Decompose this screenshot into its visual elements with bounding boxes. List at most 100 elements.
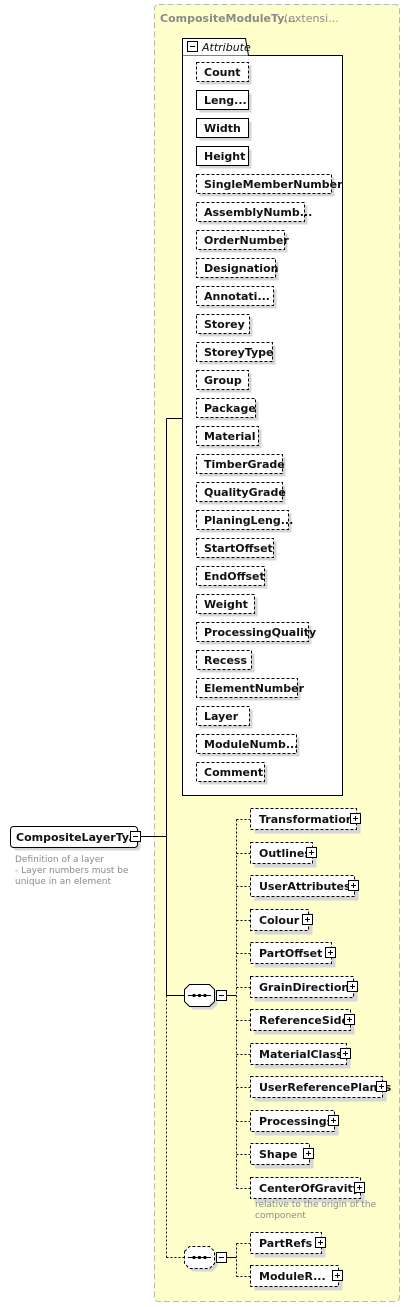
attribute-label: SingleMemberNumber — [204, 178, 343, 191]
attribute-label: ElementNumber — [204, 682, 305, 695]
expand-button[interactable] — [315, 1237, 326, 1248]
connectors — [141, 418, 250, 1277]
expand-button[interactable] — [347, 981, 358, 992]
child-element[interactable]: UserAttributes — [250, 875, 359, 901]
attribute-item[interactable]: StoreyType — [196, 342, 276, 365]
child-element[interactable]: Shape — [250, 1143, 314, 1169]
root-element-label: CompositeLayerTy... — [16, 831, 141, 844]
child-element[interactable]: Transformations — [250, 808, 361, 834]
attribute-label: ProcessingQuality — [204, 626, 316, 639]
attribute-item[interactable]: Comment — [196, 762, 268, 785]
attribute-label: Material — [204, 430, 255, 443]
attribute-item[interactable]: Storey — [196, 314, 253, 337]
attribute-item[interactable]: ProcessingQuality — [196, 622, 317, 645]
attribute-item[interactable]: PlaningLeng... — [196, 510, 294, 533]
attribute-label: TimberGrade — [204, 458, 285, 471]
center-of-gravity-note-line-2: component — [255, 1211, 306, 1221]
attribute-label: Group — [204, 374, 242, 387]
attribute-item[interactable]: Weight — [196, 594, 258, 617]
expand-button[interactable] — [306, 847, 317, 858]
attribute-label: OrderNumber — [204, 234, 289, 247]
child-element[interactable]: UserReferencePlanes — [250, 1076, 392, 1102]
child-element-label: Colour — [259, 914, 300, 927]
attribute-label: Annotati... — [204, 290, 270, 303]
attribute-item[interactable]: Recess — [196, 650, 255, 673]
sequence-1-elements: TransformationsOutlinesUserAttributesCol… — [250, 808, 392, 1203]
root-collapse-button[interactable] — [130, 831, 141, 842]
attribute-label: Count — [204, 66, 241, 79]
attribute-label: Package — [204, 402, 256, 415]
child-element-label: PartRefs — [259, 1237, 313, 1250]
child-element-label: PartOffset — [259, 947, 322, 960]
attribute-item[interactable]: ElementNumber — [196, 678, 305, 701]
attribute-item[interactable]: OrderNumber — [196, 230, 290, 253]
child-element[interactable]: Processings — [250, 1110, 339, 1136]
child-element[interactable]: Colour — [250, 909, 313, 935]
attribute-item[interactable]: Designation — [196, 258, 279, 281]
center-of-gravity-note-line-1: relative to the origin of the — [255, 1200, 377, 1210]
attribute-label: QualityGrade — [204, 486, 286, 499]
attribute-label: Leng... — [204, 94, 247, 107]
attribute-item[interactable]: QualityGrade — [196, 482, 286, 505]
expand-button[interactable] — [344, 1014, 355, 1025]
child-element-label: MaterialClass — [259, 1048, 343, 1061]
attribute-label: AssemblyNumb... — [204, 206, 312, 219]
attribute-label: EndOffset — [204, 570, 265, 583]
expand-button[interactable] — [348, 880, 359, 891]
child-element[interactable]: ModuleR... — [250, 1265, 343, 1291]
attribute-item[interactable]: Annotati... — [196, 286, 277, 309]
attribute-label: Width — [204, 122, 241, 135]
attribute-item[interactable]: EndOffset — [196, 566, 268, 589]
attribute-item[interactable]: Count — [196, 62, 252, 85]
expand-button[interactable] — [376, 1081, 387, 1092]
root-note-line-1: Definition of a layer — [15, 855, 104, 865]
sequence-2-collapse-button[interactable] — [216, 1252, 227, 1263]
attribute-item[interactable]: Material — [196, 426, 262, 449]
expand-button[interactable] — [303, 1148, 314, 1159]
attribute-label: Layer — [204, 710, 239, 723]
child-element[interactable]: MaterialClass — [250, 1043, 351, 1069]
attribute-item[interactable]: Package — [196, 398, 259, 421]
child-element-label: Transformations — [259, 813, 361, 826]
expand-button[interactable] — [332, 1270, 343, 1281]
attribute-label: PlaningLeng... — [204, 514, 293, 527]
attribute-collapse-button[interactable] — [187, 41, 198, 52]
expand-button[interactable] — [325, 947, 336, 958]
root-element[interactable]: CompositeLayerTy... — [10, 826, 141, 851]
sequence-1-collapse-button[interactable] — [216, 990, 227, 1001]
attribute-label: Designation — [204, 262, 278, 275]
attribute-item[interactable]: Layer — [196, 706, 253, 729]
attribute-item[interactable]: Group — [196, 370, 252, 393]
child-element[interactable]: PartOffset — [250, 942, 336, 968]
child-element-label: Shape — [259, 1148, 298, 1161]
attribute-group-label: Attribute — [201, 41, 251, 54]
attribute-item[interactable]: ModuleNumb... — [196, 734, 300, 757]
sequence-compositor-2[interactable] — [184, 1246, 218, 1272]
child-element[interactable]: GrainDirection — [250, 976, 358, 1002]
child-element-label: ModuleR... — [259, 1270, 326, 1283]
attribute-group-tab — [182, 38, 249, 56]
expand-button[interactable] — [302, 914, 313, 925]
attribute-item[interactable]: Width — [196, 118, 252, 141]
child-element[interactable]: ReferenceSide — [250, 1009, 355, 1035]
expand-button[interactable] — [350, 813, 361, 824]
attribute-item[interactable]: SingleMemberNumber — [196, 174, 344, 197]
attribute-item[interactable]: Height — [196, 146, 252, 169]
attribute-label: StartOffset — [204, 542, 273, 555]
child-element-label: CenterOfGravity — [259, 1182, 360, 1195]
child-element[interactable]: Outlines — [250, 842, 317, 868]
attribute-item[interactable]: TimberGrade — [196, 454, 286, 477]
attribute-item[interactable]: StartOffset — [196, 538, 277, 561]
sequence-compositor-1[interactable] — [184, 984, 218, 1010]
child-element[interactable]: CenterOfGravity — [250, 1177, 365, 1203]
attribute-item[interactable]: Leng... — [196, 90, 252, 113]
expand-button[interactable] — [328, 1115, 339, 1126]
expand-button[interactable] — [340, 1048, 351, 1059]
attribute-label: Storey — [204, 318, 245, 331]
attribute-label: ModuleNumb... — [204, 738, 298, 751]
attribute-item[interactable]: AssemblyNumb... — [196, 202, 313, 225]
child-element[interactable]: PartRefs — [250, 1232, 326, 1258]
expand-button[interactable] — [354, 1182, 365, 1193]
